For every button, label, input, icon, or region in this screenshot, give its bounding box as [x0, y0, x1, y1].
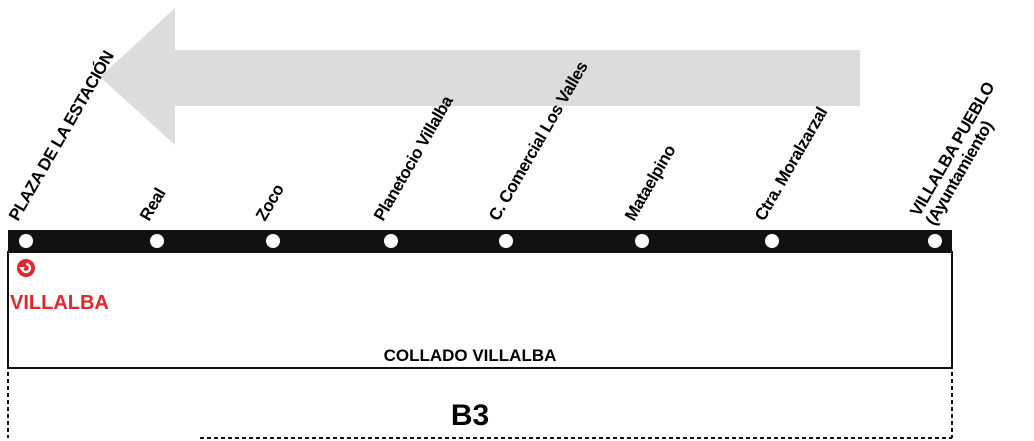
- stop-dot: [384, 234, 398, 248]
- stop-label: Mataelpino: [621, 142, 679, 224]
- stop-dot: [499, 234, 513, 248]
- stop-dot: [19, 234, 33, 248]
- stop-dot: [266, 234, 280, 248]
- stop-dot: [765, 234, 779, 248]
- origin-town: VILLALBA: [10, 292, 109, 314]
- stop-label: Real: [136, 185, 169, 224]
- left-arrow-icon: [100, 8, 860, 145]
- line-name: B3: [451, 399, 489, 432]
- stop-label: Planetocio Villalba: [370, 92, 457, 224]
- stop-label: PLAZA DE LA ESTACIÓN: [5, 48, 118, 224]
- zone-box: [7, 251, 953, 369]
- stop-label: VILLALBA PUEBLO(Ayuntamiento): [906, 79, 1014, 229]
- line-box: [7, 372, 953, 439]
- stop-dot: [635, 234, 649, 248]
- zone-label: COLLADO VILLALBA: [384, 346, 557, 365]
- stop-label: Zoco: [252, 181, 288, 224]
- stop-dot: [928, 234, 942, 248]
- stop-label: Ctra. Moralzarzal: [751, 104, 831, 224]
- circular-arrow-icon: [17, 259, 35, 277]
- route-track: [8, 230, 952, 252]
- stop-dot: [150, 234, 164, 248]
